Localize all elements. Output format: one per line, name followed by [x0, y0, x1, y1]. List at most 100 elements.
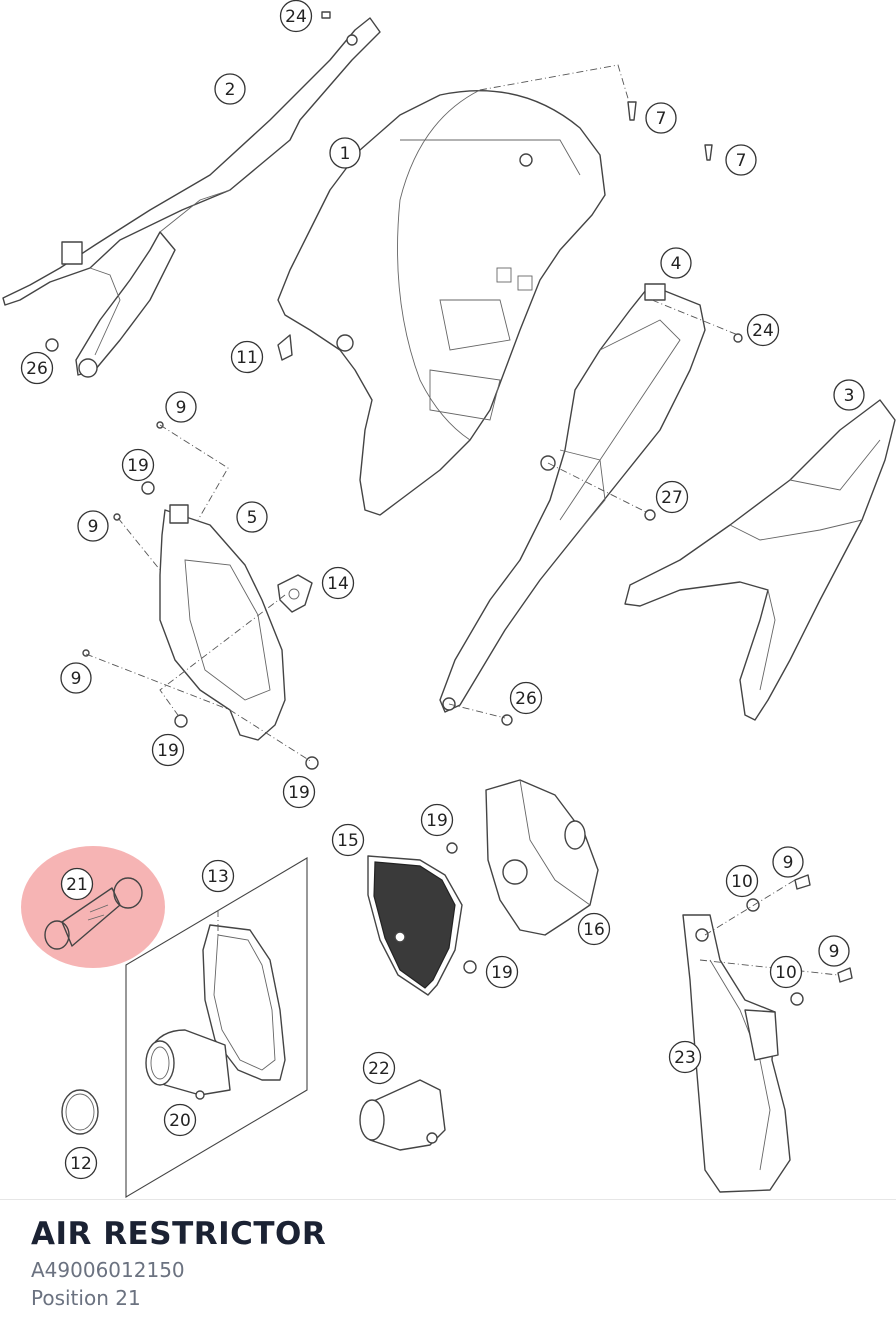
callout-number: 7: [736, 151, 747, 171]
callout-number: 4: [671, 254, 682, 274]
callout-9[interactable]: 9: [77, 510, 109, 542]
callout-1[interactable]: 1: [329, 137, 361, 169]
callout-number: 19: [288, 783, 310, 803]
callout-number: 27: [661, 488, 683, 508]
callout-21[interactable]: 21: [60, 867, 94, 901]
callout-number: 19: [157, 741, 179, 761]
callout-circle: [321, 566, 355, 600]
callout-number: 9: [829, 942, 840, 962]
callout-15[interactable]: 15: [331, 823, 365, 857]
callout-circle: [230, 340, 264, 374]
callout-19[interactable]: 19: [282, 775, 316, 809]
callout-circle: [362, 1051, 396, 1085]
callout-number: 9: [176, 398, 187, 418]
callout-number: 20: [169, 1111, 191, 1131]
part-22-intake-snorkel[interactable]: [359, 1079, 446, 1151]
callout-circle: [655, 480, 689, 514]
callout-circle: [151, 733, 185, 767]
callout-9[interactable]: 9: [818, 935, 850, 967]
leader-lines: [85, 64, 839, 976]
selected-part-highlight: [21, 846, 165, 968]
callout-number: 24: [752, 321, 774, 341]
callout-19[interactable]: 19: [121, 448, 155, 482]
callout-19[interactable]: 19: [420, 803, 454, 837]
callout-27[interactable]: 27: [655, 480, 689, 514]
callout-circle: [660, 247, 692, 279]
callout-4[interactable]: 4: [660, 247, 692, 279]
part-21-air-restrictor[interactable]: [44, 877, 143, 950]
callout-19[interactable]: 19: [485, 955, 519, 989]
callout-13[interactable]: 13: [201, 859, 235, 893]
part-14-clip[interactable]: [277, 574, 313, 613]
callout-number: 10: [775, 963, 797, 983]
callout-9[interactable]: 9: [60, 662, 92, 694]
callout-number: 9: [71, 669, 82, 689]
callout-9[interactable]: 9: [772, 846, 804, 878]
callout-26[interactable]: 26: [509, 681, 543, 715]
callout-circle: [725, 144, 757, 176]
callout-number: 12: [70, 1154, 92, 1174]
callout-14[interactable]: 14: [321, 566, 355, 600]
callout-circle: [60, 867, 94, 901]
callout-12[interactable]: 12: [64, 1146, 98, 1180]
part-5-filter-holder[interactable]: [159, 504, 286, 741]
callout-5[interactable]: 5: [236, 501, 268, 533]
callout-number: 22: [368, 1059, 390, 1079]
callout-number: 10: [731, 872, 753, 892]
callout-number: 24: [285, 7, 307, 27]
part-title: AIR RESTRICTOR: [31, 1216, 327, 1252]
part-2-side-rail[interactable]: [2, 17, 381, 378]
callout-7[interactable]: 7: [725, 144, 757, 176]
callout-circle: [329, 137, 361, 169]
callout-number: 2: [225, 80, 236, 100]
part-info-panel: AIR RESTRICTOR A49006012150 Position 21: [0, 1199, 896, 1336]
callout-20[interactable]: 20: [163, 1103, 197, 1137]
callout-number: 9: [88, 517, 99, 537]
callout-circle: [77, 510, 109, 542]
callout-24[interactable]: 24: [746, 313, 780, 347]
callout-9[interactable]: 9: [165, 391, 197, 423]
callout-number: 13: [207, 867, 229, 887]
callout-number: 26: [515, 689, 537, 709]
callout-number: 19: [127, 456, 149, 476]
callout-26[interactable]: 26: [20, 351, 54, 385]
part-15-air-filter[interactable]: [367, 855, 463, 996]
callout-circle: [746, 313, 780, 347]
part-16-filter-cover[interactable]: [485, 779, 599, 936]
callout-circle: [577, 912, 611, 946]
callout-24[interactable]: 24: [279, 0, 313, 33]
callout-circle: [833, 379, 865, 411]
callout-23[interactable]: 23: [668, 1040, 702, 1074]
callout-3[interactable]: 3: [833, 379, 865, 411]
part-12-hose-clamp[interactable]: [61, 1089, 99, 1135]
callout-circle: [236, 501, 268, 533]
callout-circle: [20, 351, 54, 385]
callout-number: 16: [583, 920, 605, 940]
callout-number: 3: [844, 386, 855, 406]
callout-19[interactable]: 19: [151, 733, 185, 767]
part-13-intake-box[interactable]: [145, 924, 286, 1096]
callout-10[interactable]: 10: [769, 955, 803, 989]
callout-22[interactable]: 22: [362, 1051, 396, 1085]
callout-number: 15: [337, 831, 359, 851]
callout-2[interactable]: 2: [214, 73, 246, 105]
callout-number: 23: [674, 1048, 696, 1068]
callout-circle: [420, 803, 454, 837]
callout-circle: [772, 846, 804, 878]
callout-circle: [201, 859, 235, 893]
callout-circle: [121, 448, 155, 482]
callout-circle: [279, 0, 313, 33]
callout-11[interactable]: 11: [230, 340, 264, 374]
callout-7[interactable]: 7: [645, 102, 677, 134]
part-4-side-cover[interactable]: [439, 283, 706, 713]
part-3-side-panel[interactable]: [624, 399, 896, 721]
callout-16[interactable]: 16: [577, 912, 611, 946]
part-23-side-shield[interactable]: [682, 914, 791, 1193]
part-1-airbox-frame[interactable]: [277, 89, 606, 516]
callout-number: 11: [236, 348, 258, 368]
callout-circle: [214, 73, 246, 105]
callout-10[interactable]: 10: [725, 864, 759, 898]
kit-13-frame: [125, 857, 308, 1198]
